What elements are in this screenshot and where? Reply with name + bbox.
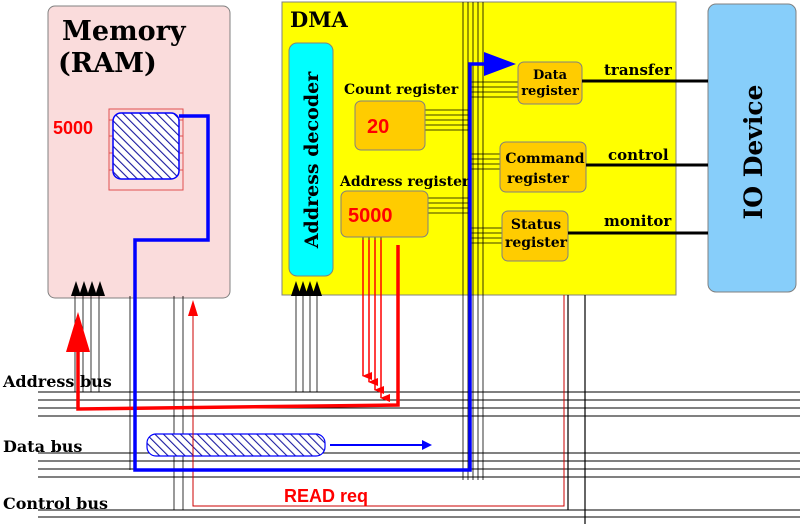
- address-register-label: Address register: [339, 174, 470, 190]
- decoder-input-arrows: [291, 281, 322, 296]
- read-request-path: [188, 295, 565, 507]
- data-register-box: [517, 61, 583, 105]
- data-register-arrow: [484, 52, 516, 76]
- count-register-value: 20: [367, 116, 389, 138]
- address-decoder-box: [288, 42, 334, 277]
- data-register-label-2: register: [521, 84, 579, 99]
- memory-address-input-arrows: [71, 281, 105, 296]
- dma-box: [281, 1, 677, 296]
- address-path: [66, 240, 400, 411]
- data-bus-label: Data bus: [3, 437, 82, 456]
- count-register-label: Count register: [344, 82, 459, 98]
- memory-cells: [108, 108, 184, 191]
- address-register-value: 5000: [348, 205, 393, 227]
- address-bus-lines: [38, 391, 800, 417]
- status-register-label-2: register: [505, 235, 568, 251]
- memory-address-label: 5000: [53, 118, 93, 138]
- address-bus-label: Address bus: [2, 372, 112, 391]
- command-register-label-2: register: [507, 171, 570, 187]
- dma-title: DMA: [290, 7, 348, 32]
- data-bus-lines: [38, 452, 800, 478]
- control-label: control: [608, 146, 669, 164]
- io-device-label: IO Device: [739, 85, 768, 220]
- status-register-box: [501, 210, 569, 262]
- memory-subtitle: (RAM): [58, 48, 157, 79]
- control-bus-lines: [38, 509, 800, 518]
- io-signal-lines: [568, 79, 708, 235]
- memory-block: Memory (RAM) 5000: [47, 5, 231, 299]
- memory-address-arrow: [66, 312, 90, 352]
- transfer-label: transfer: [604, 61, 673, 79]
- memory-title: Memory: [62, 16, 187, 47]
- data-register-label-1: Data: [533, 68, 568, 83]
- io-device-block: IO Device: [707, 3, 797, 293]
- command-register-box: [499, 141, 587, 193]
- address-register-box: [340, 190, 429, 238]
- bus-data-block: [146, 433, 326, 457]
- data-path: [133, 52, 516, 472]
- dma-block: DMA Address decoder: [74, 1, 677, 524]
- command-register-label-1: Command: [505, 151, 584, 167]
- status-register-label-1: Status: [511, 217, 561, 233]
- control-bus-label: Control bus: [3, 494, 108, 513]
- count-register-box: [354, 100, 426, 151]
- address-decoder-label: Address decoder: [301, 71, 323, 249]
- memory-data-block: [112, 112, 180, 180]
- read-request-label: READ req: [284, 486, 368, 506]
- monitor-label: monitor: [604, 212, 672, 230]
- io-device-box: [707, 3, 797, 293]
